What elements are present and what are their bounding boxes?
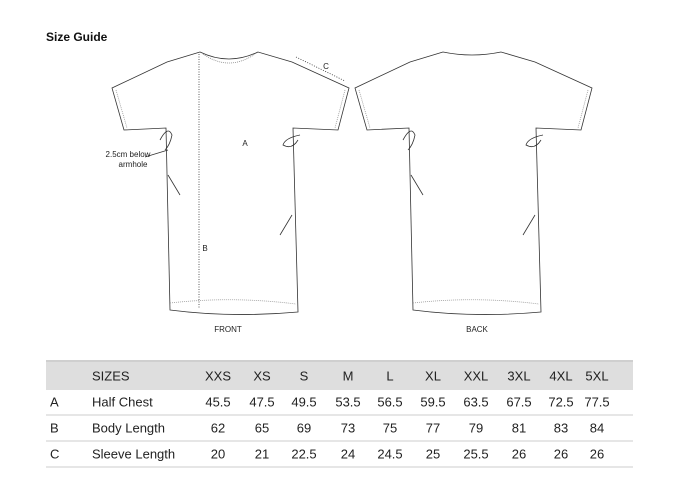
- size-header: 3XL: [507, 368, 531, 384]
- label-c: C: [323, 62, 329, 71]
- cell: 56.5: [377, 394, 403, 410]
- cell: 77: [425, 420, 441, 436]
- cell: 24: [340, 446, 356, 462]
- size-header: M: [342, 368, 354, 384]
- cell: 25.5: [463, 446, 489, 462]
- size-header: XXL: [463, 368, 489, 384]
- cell: 26: [511, 446, 527, 462]
- armhole-note-2: armhole: [118, 160, 148, 169]
- cell: 25: [425, 446, 441, 462]
- cell: 79: [468, 420, 484, 436]
- table-row: C Sleeve Length 20 21 22.5 24 24.5 25 25…: [46, 442, 633, 468]
- cell: 20: [210, 446, 226, 462]
- sizes-header: SIZES: [92, 368, 130, 384]
- armhole-note: 2.5cm below: [105, 150, 151, 159]
- front-tshirt: [111, 51, 350, 315]
- cell: 45.5: [205, 394, 231, 410]
- cell: 53.5: [335, 394, 361, 410]
- cell: 47.5: [249, 394, 275, 410]
- cell: 84: [589, 420, 605, 436]
- row-label: Body Length: [92, 420, 166, 436]
- size-header: XXS: [204, 368, 232, 384]
- size-header: L: [386, 368, 394, 384]
- table-row: B Body Length 62 65 69 73 75 77 79 81 83…: [46, 416, 633, 442]
- size-header: 4XL: [549, 368, 573, 384]
- cell: 77.5: [584, 394, 610, 410]
- cell: 22.5: [291, 446, 317, 462]
- cell: 69: [296, 420, 312, 436]
- cell: 83: [553, 420, 569, 436]
- size-header: 5XL: [585, 368, 609, 384]
- table-header: SIZES XXS XS S M L XL XXL 3XL 4XL 5XL: [46, 360, 633, 390]
- size-table: SIZES XXS XS S M L XL XXL 3XL 4XL 5XL A …: [46, 360, 633, 468]
- cell: 67.5: [506, 394, 532, 410]
- cell: 73: [340, 420, 356, 436]
- cell: 75: [382, 420, 398, 436]
- cell: 24.5: [377, 446, 403, 462]
- row-code: A: [50, 394, 59, 410]
- cell: 26: [553, 446, 569, 462]
- label-b: B: [202, 244, 208, 253]
- back-label: BACK: [466, 325, 488, 334]
- cell: 65: [254, 420, 270, 436]
- size-header: XL: [425, 368, 441, 384]
- cell: 62: [210, 420, 226, 436]
- row-label: Sleeve Length: [92, 446, 176, 462]
- size-header: XS: [253, 368, 271, 384]
- cell: 59.5: [420, 394, 446, 410]
- row-code: B: [50, 420, 59, 436]
- label-a: A: [242, 139, 248, 148]
- page-title: Size Guide: [46, 30, 108, 44]
- row-label: Half Chest: [92, 394, 153, 410]
- front-label: FRONT: [214, 325, 242, 334]
- size-header: S: [299, 368, 309, 384]
- table-row: A Half Chest 45.5 47.5 49.5 53.5 56.5 59…: [46, 390, 633, 416]
- row-code: C: [50, 446, 60, 462]
- cell: 72.5: [548, 394, 574, 410]
- tshirt-diagram: [111, 51, 593, 315]
- cell: 26: [589, 446, 605, 462]
- cell: 49.5: [291, 394, 317, 410]
- cell: 81: [511, 420, 527, 436]
- back-tshirt: [354, 51, 593, 315]
- cell: 63.5: [463, 394, 489, 410]
- cell: 21: [254, 446, 270, 462]
